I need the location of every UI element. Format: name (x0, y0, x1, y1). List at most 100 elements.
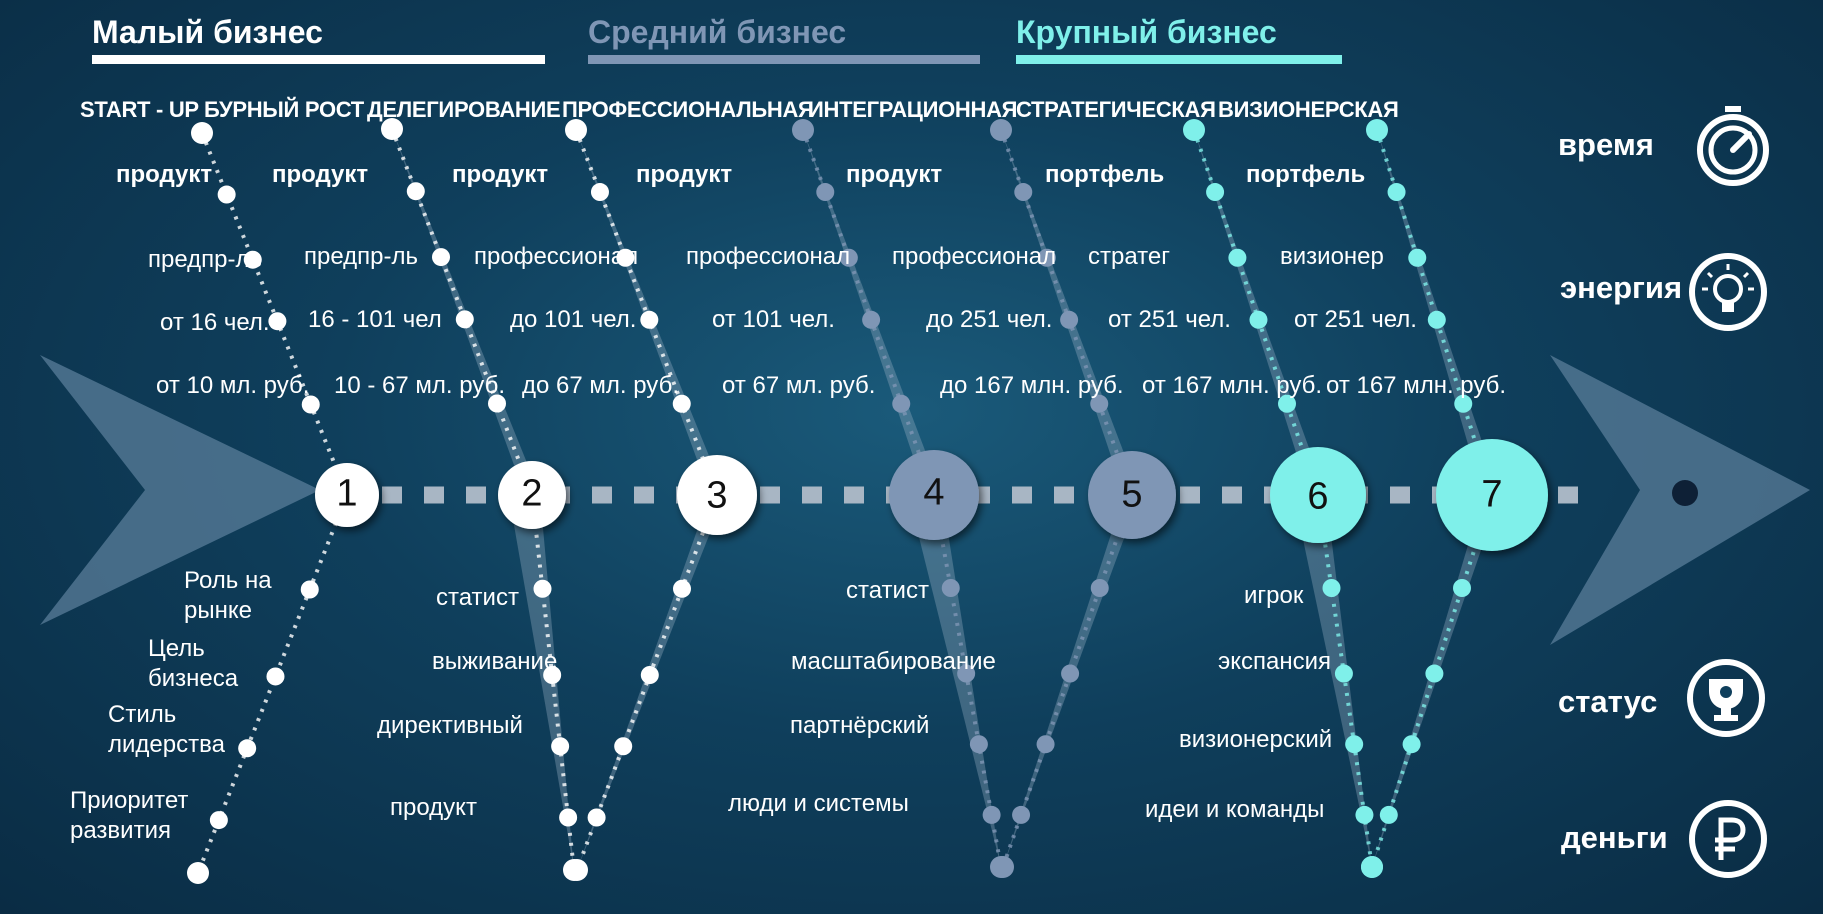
bottom-1-goal: выживание (432, 648, 558, 675)
bottom-1-style: директивный (377, 712, 523, 739)
bone-dot-top-4-5 (892, 394, 911, 413)
segment-bar-small (92, 55, 545, 64)
focus-3: продукт (452, 161, 549, 188)
bone-dot-bottom-1-3 (238, 739, 257, 758)
bottom-3-goal: экспансия (1218, 648, 1332, 675)
bone-dot-bottom-3-2 (640, 666, 659, 684)
bottom-2-goal: масштабирование (791, 648, 996, 675)
bone-dot-top-2-2 (406, 182, 425, 201)
left-label-business-goal: Цель бизнеса (148, 635, 239, 692)
bone-dot-bottom-5-4 (1012, 805, 1031, 824)
bone-dot-bottom-6-1 (1322, 579, 1341, 597)
bone-wedge-bottom-6 (1300, 495, 1372, 867)
stage-bubble-3 (677, 455, 757, 535)
revenue-2: 10 - 67 мл. руб. (334, 372, 505, 399)
bone-dot-top-3-1 (565, 119, 587, 141)
bottom-2-role: статист (846, 577, 929, 604)
bone-dot-top-1-2 (217, 185, 236, 204)
stage-number-3: 3 (706, 474, 728, 517)
bone-dot-top-2-1 (381, 118, 403, 140)
bone-dot-top-7-2 (1387, 183, 1406, 202)
bone-dot-top-2-3 (432, 248, 450, 267)
bone-line-bottom-6 (1316, 494, 1374, 868)
bone-dot-top-1-1 (191, 122, 213, 144)
bone-dot-top-4-2 (816, 183, 835, 202)
staff-5: до 251 чел. (926, 306, 1053, 333)
focus-4: продукт (636, 161, 733, 188)
staff-7: от 251 чел. (1294, 306, 1417, 333)
left-label-market-role: Роль на рынке (184, 567, 272, 624)
focus-2: продукт (272, 161, 369, 188)
stage-2: БУРНЫЙ РОСТ (204, 97, 364, 122)
segment-title-large: Крупный бизнес (1016, 14, 1277, 50)
bone-dot-top-6-2 (1206, 183, 1225, 202)
staff-3: до 101 чел. (510, 306, 637, 333)
bone-dot-top-3-4 (640, 310, 659, 329)
stage-bubble-5 (1088, 451, 1176, 539)
leader-3: профессионал (474, 243, 639, 270)
revenue-4: от 67 мл. руб. (722, 372, 876, 399)
stage-bubble-7 (1436, 439, 1548, 551)
stage-6: СТРАТЕГИЧЕСКАЯ (1016, 97, 1216, 122)
bone-dot-bottom-6-3 (1345, 735, 1364, 754)
segment-bar-medium (588, 55, 980, 64)
left-label-leadership-style: Стиль лидерства (108, 701, 225, 758)
bone-dot-bottom-7-1 (1453, 579, 1471, 597)
stage-number-1: 1 (336, 472, 358, 515)
bottom-3-role: игрок (1244, 582, 1304, 609)
bone-dot-bottom-6-4 (1355, 805, 1374, 824)
bone-dot-top-7-1 (1366, 119, 1388, 141)
lightbulb-icon (1689, 253, 1767, 331)
bone-dot-bottom-5-3 (1036, 735, 1055, 754)
bone-dot-bottom-7-4 (1379, 805, 1398, 824)
right-label-money: деньги (1561, 820, 1668, 855)
bone-wedge-bottom-2 (514, 495, 574, 870)
leader-7: визионер (1280, 243, 1384, 270)
bone-dot-bottom-5-2 (1061, 664, 1080, 683)
bone-dot-bottom-4-3 (969, 735, 988, 754)
bone-dot-top-2-4 (455, 310, 474, 329)
bone-dot-bottom-3-4 (587, 808, 606, 827)
revenue-5: до 167 млн. руб. (940, 372, 1124, 399)
revenue-1: от 10 мл. руб. (156, 372, 310, 399)
stage-number-7: 7 (1481, 473, 1503, 516)
bone-dot-top-5-2 (1014, 183, 1033, 202)
bone-dot-top-7-4 (1427, 310, 1446, 329)
focus-6: портфель (1045, 161, 1165, 188)
bottom-1-role: статист (436, 584, 519, 611)
bone-dot-bottom-5-1 (1090, 579, 1109, 597)
bone-dot-top-3-3 (616, 248, 635, 267)
staff-4: от 101 чел. (712, 306, 835, 333)
bone-dot-bottom-7-3 (1402, 735, 1421, 754)
bone-dot-top-5-3 (1037, 248, 1056, 267)
segment-title-small: Малый бизнес (92, 14, 323, 50)
focus-7: портфель (1246, 161, 1366, 188)
stage-bubble-6 (1270, 447, 1366, 543)
focus-5: продукт (846, 161, 943, 188)
head-eye (1672, 480, 1698, 506)
bone-dot-bottom-5-5 (992, 856, 1014, 878)
bottom-3-priority: идеи и команды (1145, 796, 1325, 823)
bone-dot-top-3-2 (590, 183, 609, 202)
revenue-6: от 167 млн. руб. (1142, 372, 1323, 399)
bone-line-bottom-2 (530, 494, 576, 871)
bone-dot-top-4-3 (839, 248, 858, 267)
bone-dot-top-1-3 (243, 250, 262, 269)
stage-number-2: 2 (521, 472, 543, 515)
bone-dot-top-1-4 (268, 312, 287, 331)
bone-dot-top-7-3 (1408, 248, 1427, 267)
stage-bubble-4 (889, 450, 979, 540)
right-label-time: время (1558, 127, 1654, 162)
stage-bubble-1 (315, 463, 379, 527)
fish-tail (40, 355, 320, 625)
staff-2: 16 - 101 чел (308, 306, 442, 333)
bone-dot-bottom-1-4 (209, 811, 228, 830)
leader-5: профессионал (892, 243, 1057, 270)
bone-dot-bottom-1-5 (187, 862, 209, 884)
bone-dot-top-6-5 (1278, 394, 1296, 413)
bone-dot-top-3-5 (672, 394, 691, 413)
bone-line-bottom-4 (932, 494, 1003, 868)
right-label-energy: энергия (1560, 270, 1683, 305)
bone-dot-bottom-1-1 (300, 580, 319, 599)
